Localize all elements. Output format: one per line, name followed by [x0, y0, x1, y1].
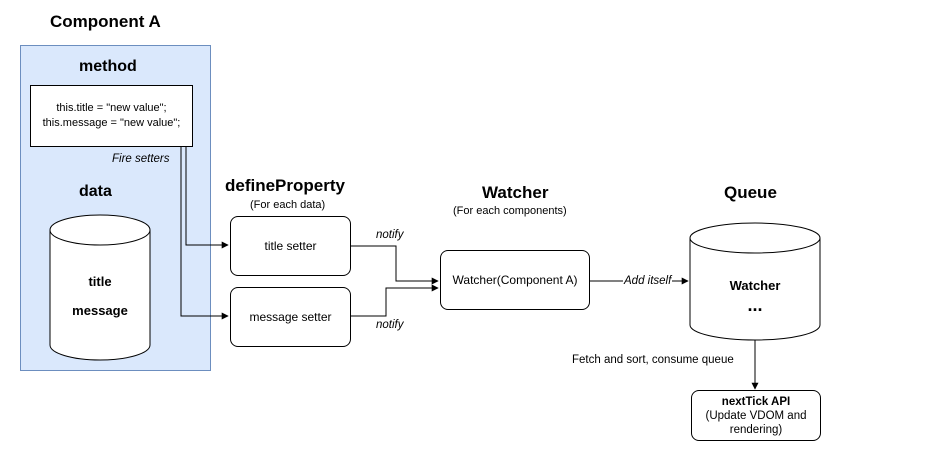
data-item-message: message: [72, 303, 128, 318]
notify-label-top: notify: [376, 229, 404, 241]
define-property-title: defineProperty: [225, 176, 345, 195]
component-a-title: Component A: [50, 12, 161, 31]
queue-item-ellipsis: ...: [747, 295, 763, 315]
define-property-subtitle: (For each data): [250, 199, 326, 211]
arrow-method-to-title-setter: [185, 145, 229, 249]
title-setter-box: title setter: [230, 216, 351, 276]
nexttick-title: nextTick API: [721, 395, 791, 408]
message-setter-box: message setter: [230, 287, 351, 347]
data-label: data: [79, 183, 112, 200]
code-line-message: this.message = "new value";: [42, 117, 181, 129]
fetch-sort-label: Fetch and sort, consume queue: [572, 354, 734, 366]
arrow-message-setter-to-watcher: [350, 284, 439, 317]
queue-cylinder: [689, 222, 821, 341]
fire-setters-label: Fire setters: [112, 153, 170, 165]
watcher-component-a-box: Watcher(Component A): [440, 250, 590, 310]
queue-item-watcher: Watcher: [729, 278, 781, 293]
arrow-title-setter-to-watcher: [350, 245, 439, 285]
arrow-method-to-message-setter: [180, 145, 229, 320]
data-cylinder: [49, 214, 151, 361]
queue-title: Queue: [724, 183, 777, 202]
method-label: method: [79, 58, 137, 75]
notify-label-bottom: notify: [376, 319, 404, 331]
add-itself-label: Add itself: [623, 275, 673, 287]
watcher-title: Watcher: [482, 183, 549, 202]
code-line-title: this.title = "new value";: [56, 102, 167, 114]
nexttick-box: nextTick API (Update VDOM and rendering): [691, 390, 821, 441]
method-code-box: this.title = "new value"; this.message =…: [30, 85, 193, 147]
watcher-subtitle: (For each components): [453, 205, 567, 217]
data-item-title: title: [88, 274, 112, 289]
nexttick-line2: (Update VDOM and: [705, 409, 807, 422]
nexttick-line3: rendering): [729, 423, 783, 436]
